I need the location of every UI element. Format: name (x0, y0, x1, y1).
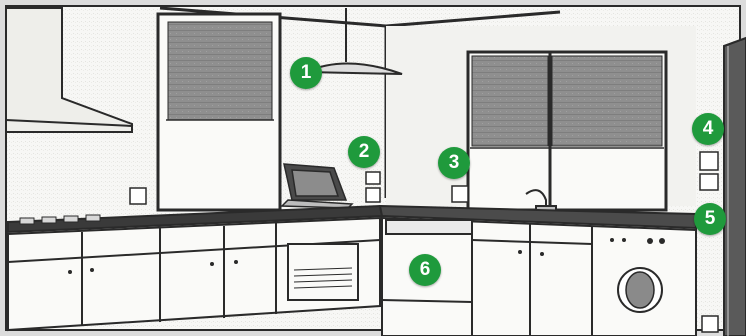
marker-5[interactable]: 5 (694, 203, 726, 235)
marker-6[interactable]: 6 (409, 254, 441, 286)
marker-3[interactable]: 3 (438, 147, 470, 179)
door (724, 38, 746, 336)
left-window (158, 14, 280, 210)
right-window (468, 52, 666, 210)
marker-4[interactable]: 4 (692, 113, 724, 145)
marker-2[interactable]: 2 (348, 136, 380, 168)
marker-1[interactable]: 1 (290, 57, 322, 89)
